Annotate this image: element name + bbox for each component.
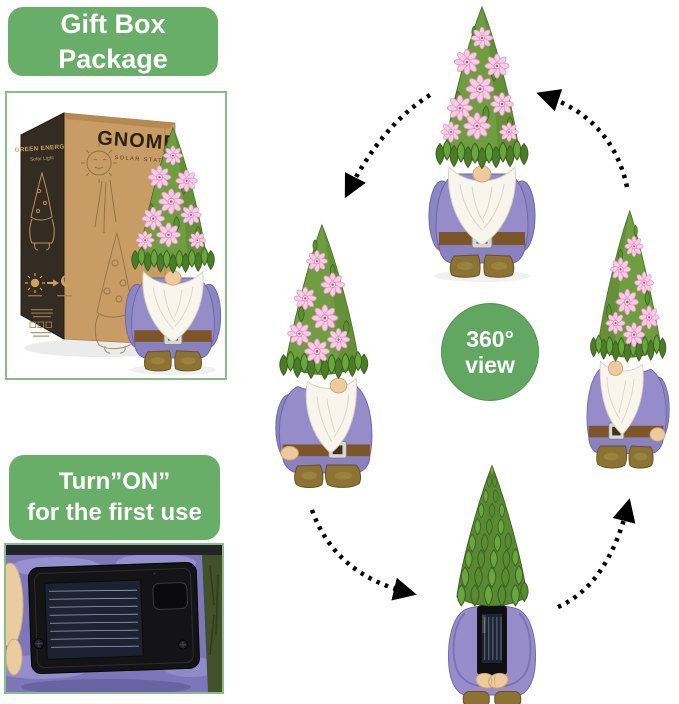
- rotation-view: [240, 0, 679, 704]
- box-side-fineprint: [28, 295, 72, 337]
- dotted-arc-arrow: [536, 89, 630, 188]
- switch-recess: [152, 582, 188, 610]
- rotation-arrows: [309, 89, 636, 610]
- turn-on-line1: Turn”ON”: [58, 467, 171, 495]
- turn-on-label: Turn”ON” for the first use: [9, 455, 220, 540]
- screw: [177, 639, 188, 650]
- box-side-brand: GREEN ENERGY: [14, 143, 69, 154]
- rotation-canvas: [240, 0, 679, 704]
- dotted-arc-arrow: [344, 93, 432, 199]
- box-front-subtitle: SOLAR STATUE: [114, 155, 173, 165]
- arrow-right-icon: [47, 279, 59, 287]
- dotted-arc-arrow: [557, 498, 636, 610]
- box-side-gnome-sketch: [29, 171, 55, 251]
- gift-box-illustration: GREEN ENERGY Solar Light: [14, 112, 225, 378]
- solar-panel-illustration: [6, 545, 222, 692]
- sun-doodle: [81, 143, 117, 234]
- gnome-back-view: [448, 466, 535, 704]
- box-side-sub: Solar Light: [30, 155, 55, 163]
- moon-icon: [61, 274, 75, 287]
- gift-box-label: Gift Box Package: [8, 7, 218, 76]
- gnome-front-view: [429, 7, 535, 282]
- solar-cell: [44, 579, 144, 660]
- badge-degrees: 360°: [466, 325, 514, 352]
- box-side-print: GREEN ENERGY Solar Light: [14, 143, 75, 337]
- screw: [33, 638, 45, 650]
- sun-icon: [25, 273, 45, 293]
- turn-on-line2: for the first use: [27, 498, 202, 526]
- gift-box-photo: GREEN ENERGY Solar Light: [5, 91, 227, 380]
- gift-box-label-text: Gift Box Package: [58, 8, 168, 74]
- gnome-left-side-view: [276, 225, 372, 488]
- solar-panel-photo: [4, 543, 224, 694]
- solar-panel-unit: [27, 561, 200, 675]
- gnome-right-side-view: [587, 211, 669, 468]
- view-360-badge: 360° view: [441, 303, 539, 401]
- badge-view-text: view: [465, 352, 515, 378]
- dotted-arc-arrow: [309, 509, 417, 601]
